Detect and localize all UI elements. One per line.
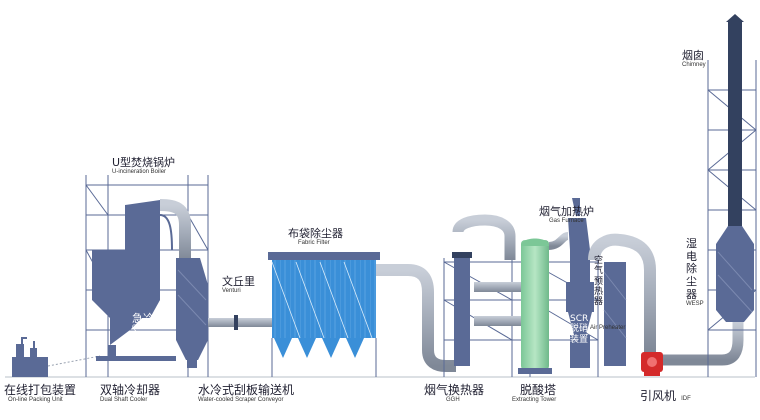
idf-label: 引风机 IDF: [640, 386, 691, 404]
quench-tower-label-en: Quench Tower: [132, 325, 171, 332]
air-preheater-label: 空气预热器: [594, 256, 604, 308]
extracting-tower-label: 脱酸塔 Extracting Tower: [512, 383, 557, 404]
venturi-label: 文丘里 Venturi: [222, 275, 255, 295]
gas-furnace: [548, 198, 594, 368]
venturi-label-zh: 文丘里: [222, 275, 255, 288]
ggh-label-zh: 烟气换热器: [424, 383, 485, 397]
scraper-conveyor-label: 水冷式刮板输送机 Water-cooled Scraper Conveyor: [198, 383, 295, 404]
fabric-filter-label-zh: 布袋除尘器: [288, 227, 343, 240]
packing-unit-label-zh: 在线打包装置: [4, 383, 77, 397]
boiler-label-en: U-incineration Boiler: [112, 169, 167, 176]
packing-unit-label-en: On-line Packing Unit: [8, 397, 63, 404]
gas-furnace-label: 烟气加热炉 Gas Furnace: [539, 205, 594, 225]
extracting-tower-label-zh: 脱酸塔: [520, 383, 557, 397]
wesp: [716, 226, 754, 322]
air-preheater-label-en: Air Preheater: [590, 325, 626, 331]
ggh-label-en: GGH: [446, 397, 460, 404]
duct-venturi: [208, 315, 273, 330]
dual-shaft-cooler-label-zh: 双轴冷却器: [100, 383, 161, 397]
quench-tower-label: 急冷塔 Quench Tower: [132, 312, 171, 332]
air-preheater-label-zh: 空气预热器: [594, 256, 604, 308]
ggh-label: 烟气换热器 GGH: [424, 383, 485, 404]
idf-label-en: IDF: [681, 396, 691, 402]
dual-shaft-cooler-label-en: Dual Shaft Cooler: [100, 397, 148, 404]
packing-unit-label: 在线打包装置 On-line Packing Unit: [4, 383, 77, 404]
scraper-conveyor-label-zh: 水冷式刮板输送机: [198, 383, 295, 397]
extracting-tower: [518, 238, 552, 374]
fabric-filter-label-en: Fabric Filter: [298, 240, 330, 247]
boiler-label-zh: U型焚烧锅炉: [112, 156, 176, 169]
extracting-tower-label-en: Extracting Tower: [512, 397, 557, 404]
boiler-label: U型焚烧锅炉 U-incineration Boiler: [112, 156, 176, 176]
quench-tower-label-zh: 急冷塔: [132, 312, 165, 325]
duct-filter-ggh: [376, 264, 456, 372]
u-incineration-boiler: [92, 199, 191, 361]
gas-furnace-label-en: Gas Furnace: [549, 218, 584, 225]
idf-fan: [641, 352, 663, 376]
fabric-filter: [268, 252, 380, 377]
scr-label: SCR脱硝装置: [570, 314, 589, 345]
idf-label-zh: 引风机: [640, 389, 677, 403]
wesp-label-en: WESP: [686, 301, 704, 308]
fabric-filter-label: 布袋除尘器 Fabric Filter: [288, 227, 343, 247]
dual-shaft-cooler-label: 双轴冷却器 Dual Shaft Cooler: [100, 383, 161, 404]
wesp-label-zh: 湿电除尘器: [686, 237, 697, 301]
duct-idf-wesp: [663, 322, 744, 366]
quench-tower: [176, 258, 208, 368]
scraper-conveyor-label-en: Water-cooled Scraper Conveyor: [198, 397, 284, 404]
chimney-label-en: Chimney: [682, 62, 706, 69]
chimney: [726, 14, 744, 232]
chimney-label-zh: 烟囱: [682, 49, 704, 62]
gas-furnace-label-zh: 烟气加热炉: [539, 205, 594, 218]
packing-unit: [12, 337, 101, 377]
air-preheater: [588, 233, 656, 366]
ggh-heat-exchanger: [452, 214, 524, 366]
wesp-label: 湿电除尘器 WESP: [686, 237, 704, 308]
venturi-label-en: Venturi: [222, 288, 241, 295]
chimney-label: 烟囱 Chimney: [682, 49, 706, 69]
